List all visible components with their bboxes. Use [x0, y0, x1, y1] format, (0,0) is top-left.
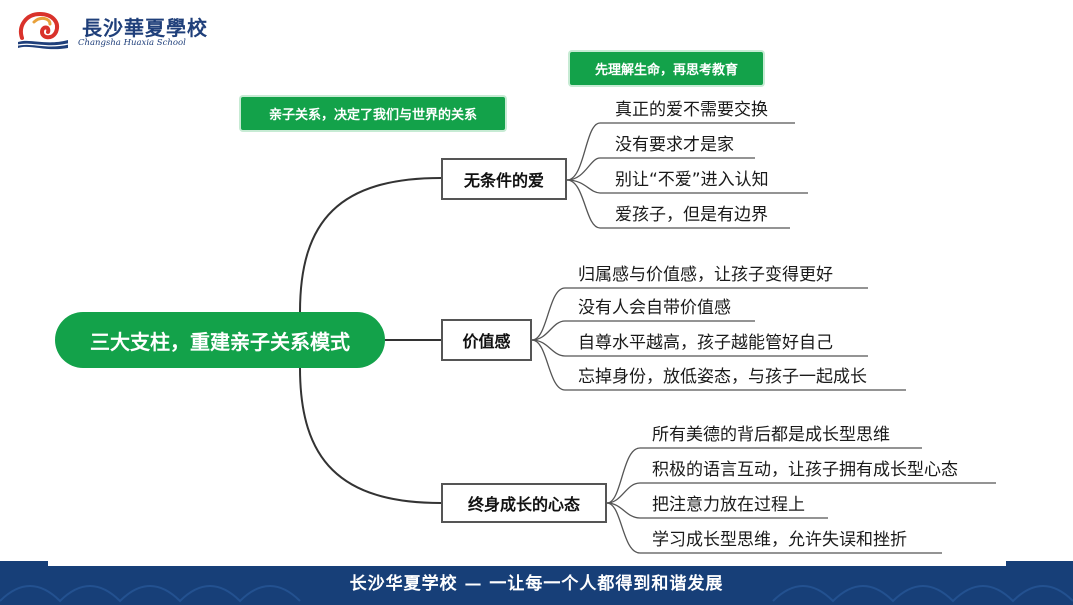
connector-branch2-leaves [531, 287, 868, 341]
footer-wave-pattern [0, 585, 1073, 603]
leaf-topic[interactable]: 别让“不爱”进入认知 [615, 170, 769, 190]
leaf-topic[interactable]: 所有美德的背后都是成长型思维 [652, 425, 890, 445]
connector-branch3-leaves [606, 447, 922, 504]
note-tag-left: 亲子关系，决定了我们与世界的关系 [241, 97, 505, 130]
school-name-en: Changsha Huaxia School [78, 38, 186, 48]
connector-central-branch3 [299, 367, 442, 504]
leaf-topic[interactable]: 没有人会自带价值感 [578, 298, 731, 318]
branch-growth-mindset[interactable]: 终身成长的心态 [441, 483, 607, 523]
leaf-topic[interactable]: 没有要求才是家 [615, 135, 734, 155]
leaf-topic[interactable]: 自尊水平越高，孩子越能管好自己 [578, 333, 833, 353]
school-name: 長沙華夏學校 [82, 16, 208, 40]
leaf-topic[interactable]: 爱孩子，但是有边界 [615, 205, 768, 225]
leaf-topic[interactable]: 把注意力放在过程上 [652, 495, 805, 515]
school-logo: 長沙華夏學校 Changsha Huaxia School [14, 6, 214, 54]
connector-central-branch1 [299, 177, 442, 313]
central-topic[interactable]: 三大支柱，重建亲子关系模式 [55, 312, 385, 368]
connector-branch1-leaves [566, 122, 795, 181]
leaf-topic[interactable]: 忘掉身份，放低姿态，与孩子一起成长 [578, 367, 867, 387]
leaf-topic[interactable]: 真正的爱不需要交换 [615, 100, 768, 120]
footer-rim [48, 561, 1006, 566]
branch-unconditional-love[interactable]: 无条件的爱 [441, 158, 567, 200]
footer-banner: 长沙华夏学校 — 一让每一个人都得到和谐发展 [0, 561, 1073, 605]
leaf-topic[interactable]: 积极的语言互动，让孩子拥有成长型心态 [652, 460, 958, 480]
leaf-topic[interactable]: 归属感与价值感，让孩子变得更好 [578, 265, 833, 285]
leaf-topic[interactable]: 学习成长型思维，允许失误和挫折 [652, 530, 907, 550]
school-emblem-icon [17, 11, 69, 50]
footer-slogan: 长沙华夏学校 — 一让每一个人都得到和谐发展 [349, 574, 724, 594]
branch-self-worth[interactable]: 价值感 [441, 319, 532, 361]
note-tag-top: 先理解生命，再思考教育 [570, 52, 763, 85]
